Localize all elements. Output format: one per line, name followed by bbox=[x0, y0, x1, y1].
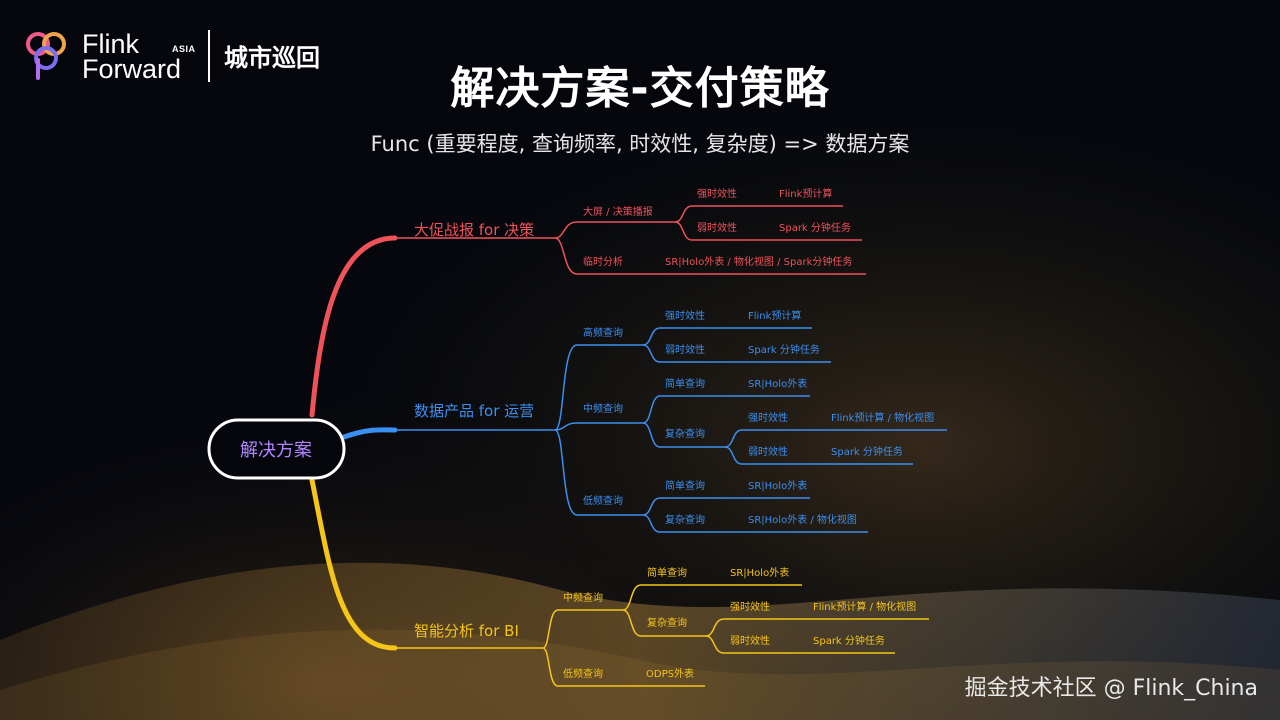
node-ops-mid-simple: 简单查询 bbox=[665, 377, 705, 390]
node-ops-high-strong-leaf: Flink预计算 bbox=[748, 309, 801, 322]
node-ops-mid: 中频查询 bbox=[583, 402, 623, 415]
node-ops-low: 低频查询 bbox=[583, 494, 623, 507]
node-bi-low: 低频查询 bbox=[563, 667, 603, 680]
node-ops-mid-complex-strong: 强时效性 bbox=[748, 411, 788, 424]
node-decision-strong-leaf: Flink预计算 bbox=[779, 187, 832, 200]
node-decision-weak-leaf: Spark 分钟任务 bbox=[779, 221, 851, 234]
root-node bbox=[207, 418, 346, 480]
branch-label-bi: 智能分析 for BI bbox=[414, 622, 519, 640]
page-title: 解决方案-交付策略 bbox=[450, 63, 830, 114]
node-bi-mid-simple: 简单查询 bbox=[647, 566, 687, 579]
node-decision-weak: 弱时效性 bbox=[697, 221, 737, 234]
node-ops-mid-simple-leaf: SR|Holo外表 bbox=[748, 377, 807, 390]
branch-curve-decision bbox=[309, 235, 398, 418]
logo-text-forward: Forward bbox=[82, 54, 182, 84]
subtree-bi bbox=[542, 584, 929, 687]
root-label: 解决方案 bbox=[240, 440, 312, 461]
node-bi-mid-simple-leaf: SR|Holo外表 bbox=[730, 566, 789, 579]
node-ops-high-strong: 强时效性 bbox=[665, 309, 705, 322]
node-ops-low-complex-leaf: SR|Holo外表 / 物化视图 bbox=[748, 513, 857, 526]
node-bi-mid: 中频查询 bbox=[563, 591, 603, 604]
node-bi-mid-complex-weak-leaf: Spark 分钟任务 bbox=[813, 634, 885, 647]
branch-label-ops: 数据产品 for 运营 bbox=[414, 402, 534, 420]
node-decision-strong: 强时效性 bbox=[697, 187, 737, 200]
node-ops-low-simple: 简单查询 bbox=[665, 479, 705, 492]
branch-curve-bi bbox=[309, 477, 398, 651]
node-bi-mid-complex-weak: 弱时效性 bbox=[730, 634, 770, 647]
branch-label-decision: 大促战报 for 决策 bbox=[414, 221, 534, 239]
node-bi-mid-complex-strong: 强时效性 bbox=[730, 600, 770, 613]
node-ops-high: 高频查询 bbox=[583, 326, 623, 339]
subtree-ops bbox=[554, 327, 947, 533]
node-bi-mid-complex-strong-leaf: Flink预计算 / 物化视图 bbox=[813, 600, 916, 613]
branch-curve-ops bbox=[341, 427, 398, 440]
page-subtitle: Func (重要程度, 查询频率, 时效性, 复杂度) => 数据方案 bbox=[370, 132, 910, 156]
event-name: 城市巡回 bbox=[224, 44, 320, 72]
node-ops-mid-complex: 复杂查询 bbox=[665, 427, 705, 440]
watermark: 掘金技术社区 @ Flink_China bbox=[964, 676, 1258, 701]
node-ops-mid-complex-strong-leaf: Flink预计算 / 物化视图 bbox=[831, 411, 934, 424]
node-ops-high-weak-leaf: Spark 分钟任务 bbox=[748, 343, 820, 356]
logo-divider bbox=[208, 30, 210, 82]
node-ops-low-complex: 复杂查询 bbox=[665, 513, 705, 526]
node-bi-low-leaf: ODPS外表 bbox=[646, 667, 694, 680]
node-ops-mid-complex-weak-leaf: Spark 分钟任务 bbox=[831, 445, 903, 458]
node-bi-mid-complex: 复杂查询 bbox=[647, 616, 687, 629]
node-ops-high-weak: 弱时效性 bbox=[665, 343, 705, 356]
node-ops-low-simple-leaf: SR|Holo外表 bbox=[748, 479, 807, 492]
flink-forward-logo bbox=[26, 32, 66, 80]
node-decision-screen: 大屏 / 决策播报 bbox=[583, 205, 653, 218]
node-decision-adhoc: 临时分析 bbox=[583, 255, 623, 268]
subtree-decision bbox=[554, 205, 866, 275]
node-decision-adhoc-leaf: SR|Holo外表 / 物化视图 / Spark分钟任务 bbox=[665, 255, 852, 268]
logo-text-flink: Flink bbox=[82, 29, 140, 59]
node-ops-mid-complex-weak: 弱时效性 bbox=[748, 445, 788, 458]
logo-region: ASIA bbox=[172, 44, 196, 54]
